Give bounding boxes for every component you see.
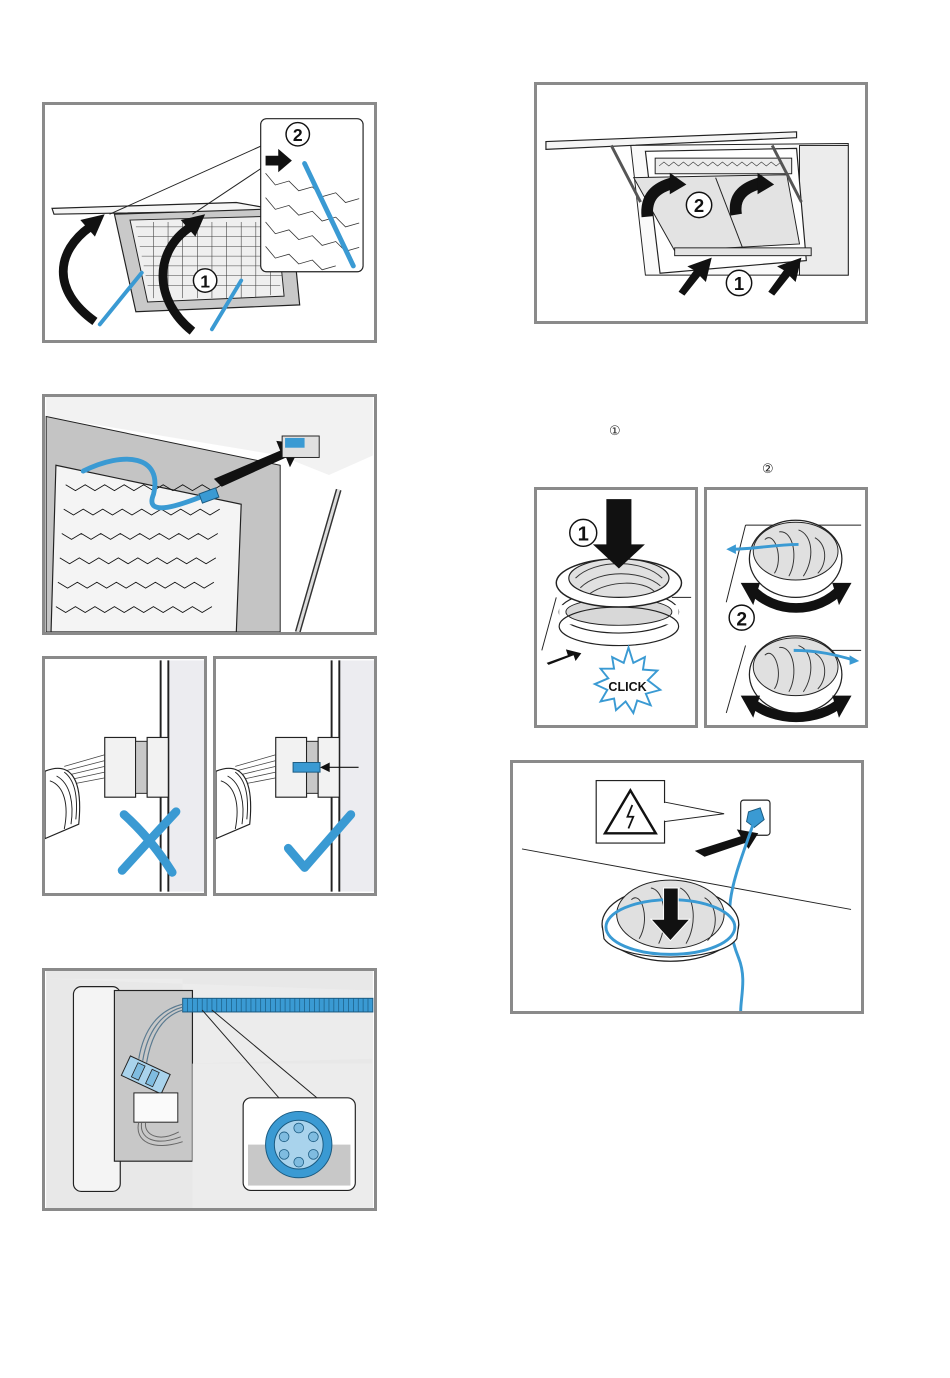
illustration-plug-in [521, 779, 852, 1011]
cable-sleeve [45, 767, 81, 840]
step-1-marker [725, 269, 753, 297]
click-burst-icon [592, 644, 663, 716]
curved-arrow-icon [58, 223, 98, 326]
illustration-insert-filters: 2 1 [545, 131, 849, 297]
cross-icon [117, 807, 181, 877]
figure-filter-click: 1 CLICK [534, 487, 698, 728]
illustration-connector-correct [216, 660, 374, 892]
figure-filter-rotate: 2 [704, 487, 868, 728]
illustration-filter-rotate: 2 [725, 519, 862, 723]
gas-strut-right [209, 278, 244, 332]
locking-clip [292, 762, 321, 773]
push-arrow-icon [678, 257, 712, 296]
connector-detail-icon [265, 1110, 333, 1179]
cable-icon [80, 456, 210, 511]
down-arrow-icon [649, 887, 692, 942]
step-2-marker [285, 121, 311, 147]
electric-hazard-icon [602, 787, 658, 835]
illustration-open-panel: 2 1 [51, 118, 364, 335]
rotate-arrow-icon [746, 584, 846, 613]
plug-icon [746, 807, 765, 829]
figure-open-panel-struts: 2 1 [42, 102, 377, 343]
figure-insert-filters: 2 1 [534, 82, 868, 324]
cable-harness-icon [138, 1003, 183, 1063]
step-1-label: 1 [200, 271, 210, 291]
figure-connect-cable [42, 394, 377, 635]
cable-plug [198, 487, 220, 504]
figure-plug-in [510, 760, 864, 1014]
push-arrow-icon [265, 148, 292, 173]
airflow-arrow-icon [731, 542, 799, 551]
hood-side-panel [72, 986, 121, 1193]
push-arrow-icon-2 [768, 257, 802, 296]
illustration-cable-harness [46, 971, 374, 1208]
step-1-label: 1 [578, 524, 589, 546]
illustration-connector-wrong [45, 660, 204, 892]
click-label: CLICK [608, 680, 646, 694]
airflow-arrow-icon-2 [793, 648, 854, 662]
curved-arrow-icon-2 [158, 223, 196, 335]
down-arrow-icon [592, 499, 645, 569]
illustration-filter-click: 1 CLICK [541, 499, 692, 716]
step-2-text-marker: ② [762, 462, 774, 477]
step-1-text-marker: ① [609, 424, 621, 439]
step-2-marker [728, 604, 755, 631]
connector-icon [104, 736, 137, 798]
step-1-label: 1 [734, 273, 744, 294]
figure-cable-harness [42, 968, 377, 1211]
filter-icon [752, 521, 839, 581]
hood-panel [545, 131, 798, 150]
step-2-marker [685, 191, 713, 219]
step-2-label: 2 [736, 609, 747, 630]
figure-connector-wrong [42, 656, 207, 896]
step-2-label: 2 [694, 195, 704, 216]
push-arrow-icon [694, 829, 759, 857]
rotate-arrow-icon-2 [747, 697, 846, 723]
illustration-connect-cable [45, 397, 373, 632]
step-2-label: 2 [293, 125, 303, 145]
push-arrow-icon [213, 440, 302, 487]
socket-icon [285, 437, 305, 448]
grease-filter-icon [50, 464, 242, 632]
checkmark-icon [283, 810, 356, 872]
gas-strut-left [97, 270, 144, 327]
grease-filter-icon [654, 157, 793, 175]
step-1-marker [569, 518, 598, 548]
step-1-marker [192, 268, 218, 293]
figure-connector-correct [213, 656, 377, 896]
connector-icon [120, 1055, 171, 1095]
gas-strut-icon [302, 161, 356, 269]
cable-sleeve [182, 997, 374, 1013]
